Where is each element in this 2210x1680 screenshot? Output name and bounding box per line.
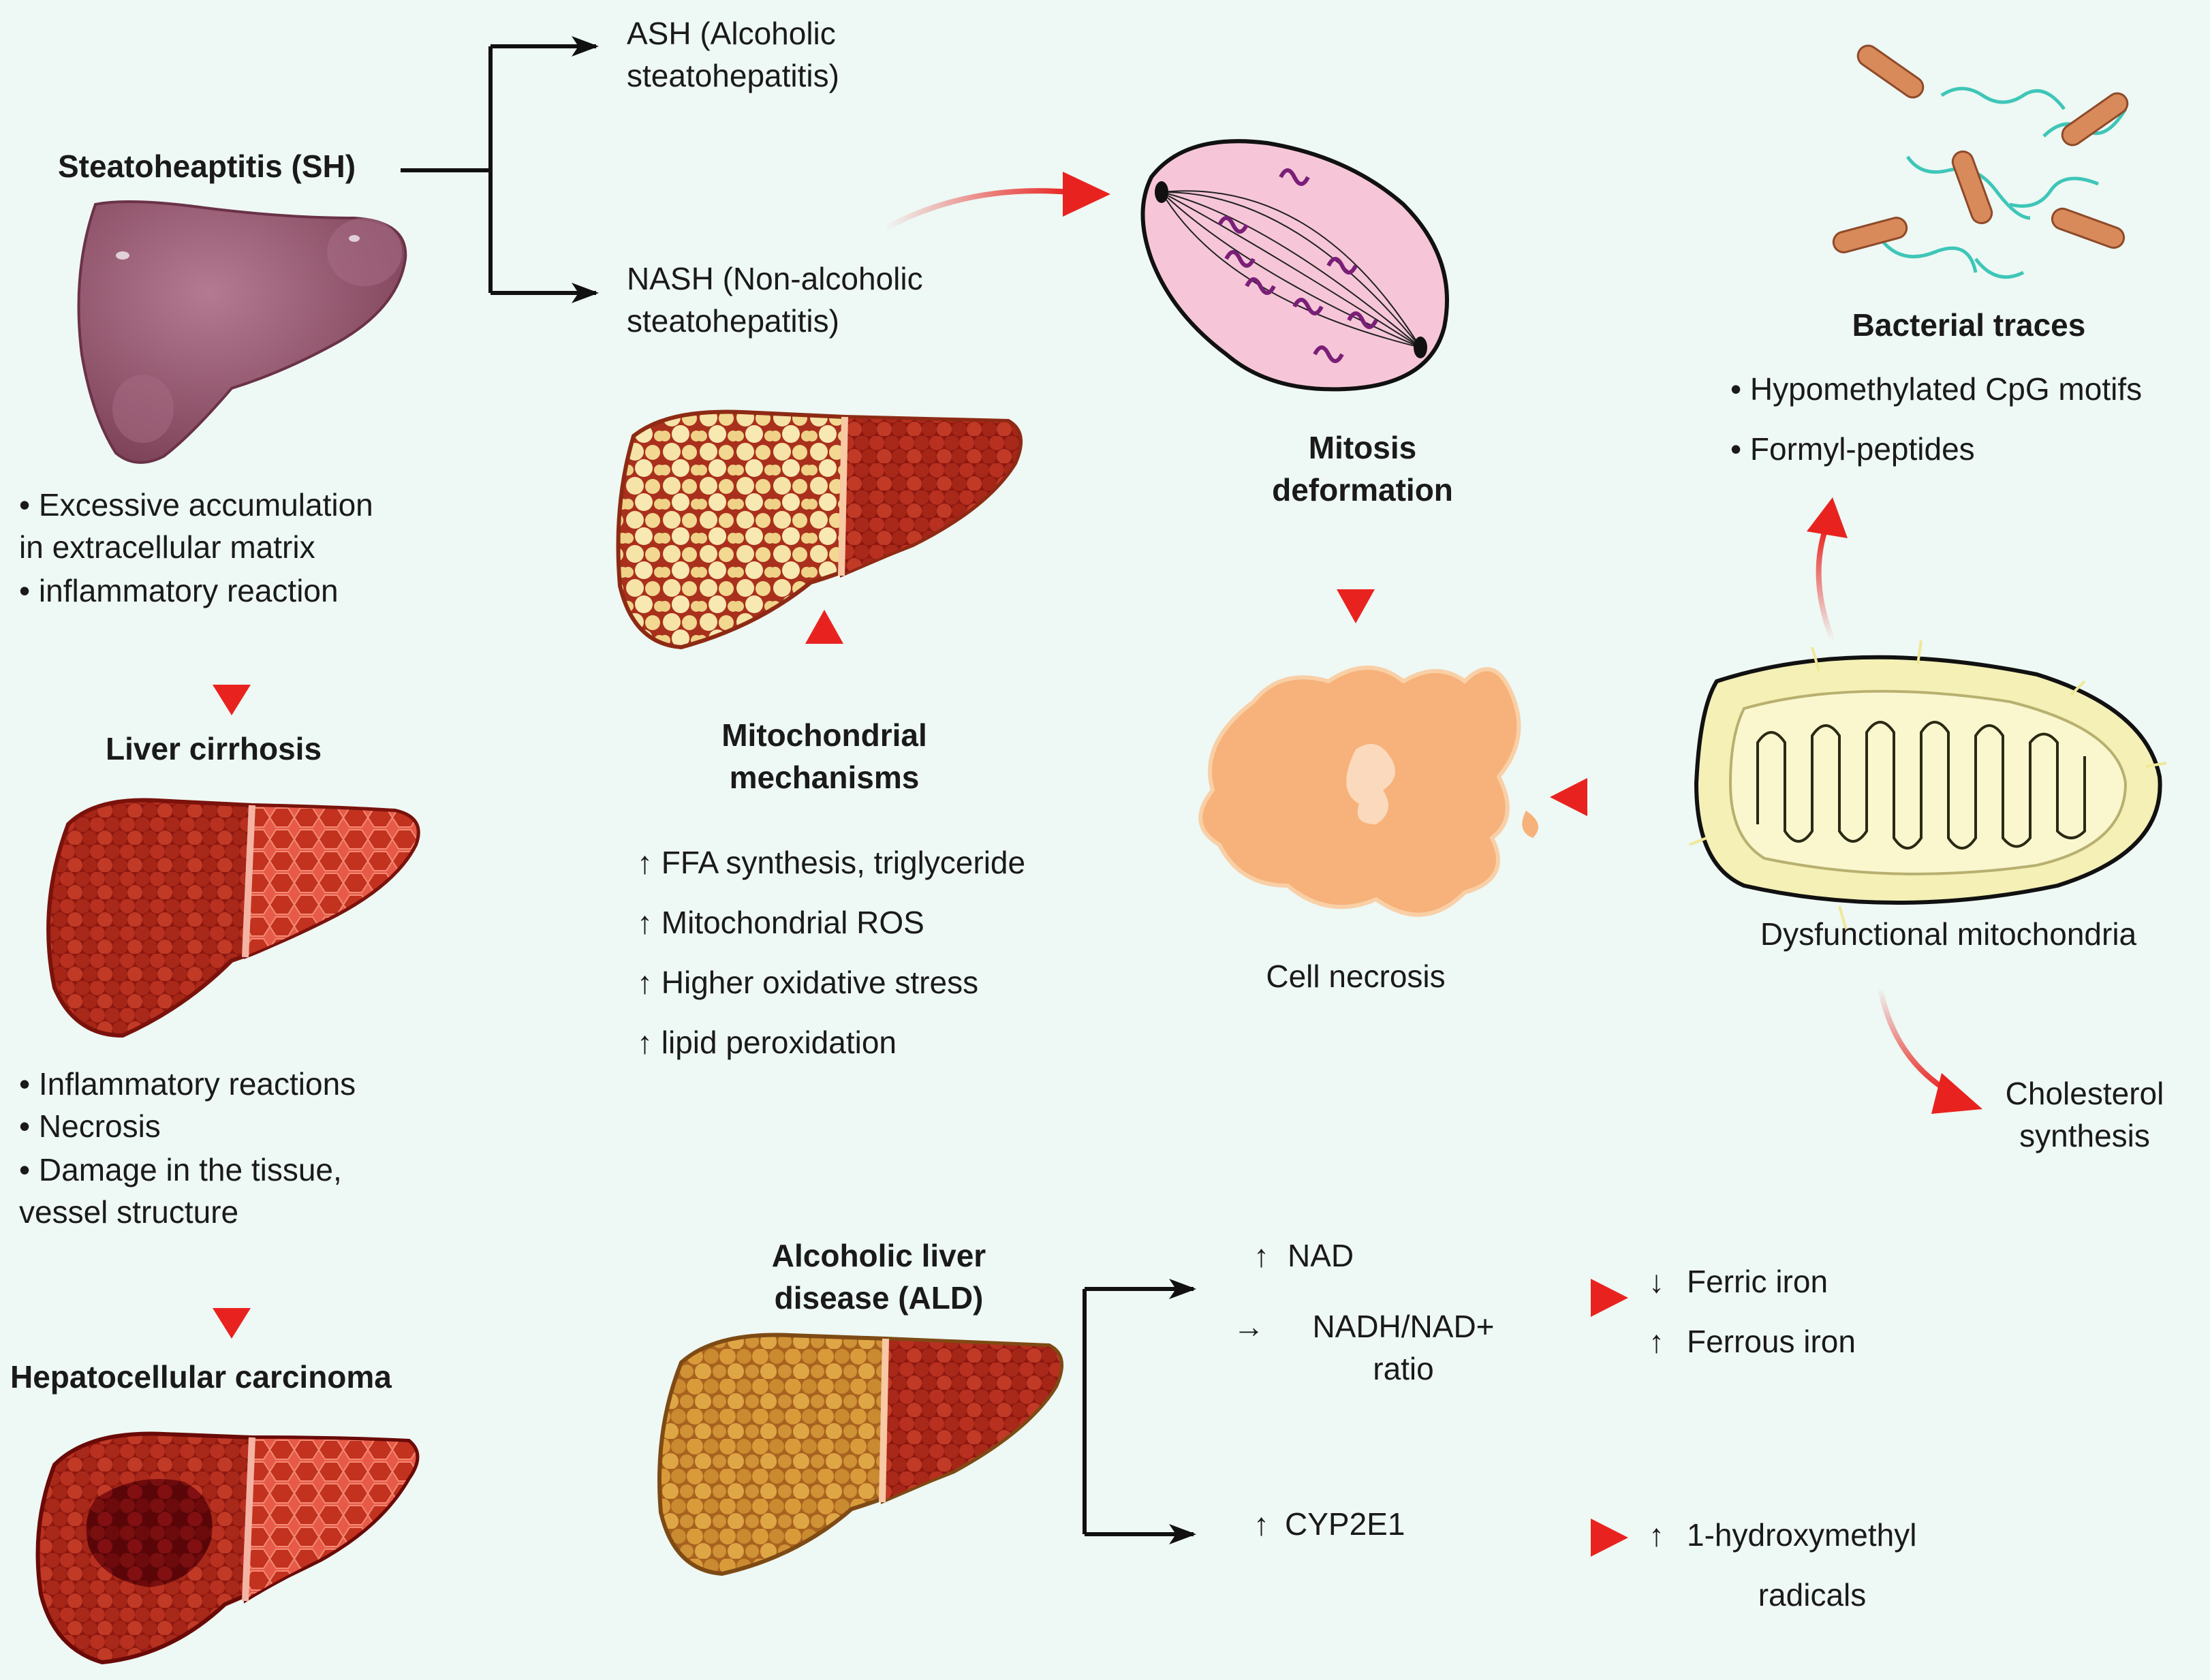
sh-branch-connector — [401, 36, 599, 303]
cirrhosis-bullet-inflammatory: • Inflammatory reactions — [19, 1066, 356, 1102]
cirrhotic-liver-illustration — [46, 798, 420, 1038]
mitochondria-illustration — [1689, 640, 2167, 931]
bacteria-bullet-cpg: • Hypomethylated CpG motifs — [1730, 371, 2143, 407]
arrow-nash-to-mitosis — [884, 172, 1110, 231]
mitochondria-label: Dysfunctional mitochondria — [1760, 916, 2137, 952]
nash-label-2: steatohepatitis) — [627, 303, 839, 339]
arrow-mitochondria-to-cholesterol — [1878, 987, 1982, 1114]
arrow-mitosis-to-necrosis — [1337, 545, 1375, 623]
nad-label: NAD — [1288, 1238, 1354, 1273]
ferric-iron-label: Ferric iron — [1687, 1264, 1828, 1299]
cirrhosis-title: Liver cirrhosis — [106, 731, 322, 766]
mito-mech-title-2: mechanisms — [729, 760, 920, 795]
mitosis-cell-illustration — [1140, 139, 1449, 392]
mito-mech-item: ↑ Higher oxidative stress — [637, 965, 979, 1000]
ratio-label-1: NADH/NAD+ — [1312, 1309, 1495, 1344]
sh-bullet-accumulation-1: • Excessive accumulation — [19, 487, 373, 523]
nash-label-1: NASH (Non-alcoholic — [627, 261, 923, 296]
healthy-liver-illustration — [77, 200, 407, 464]
mitosis-title-2: deformation — [1272, 472, 1453, 508]
ald-branch-connector — [1083, 1279, 1196, 1544]
mito-mech-list: ↑ FFA synthesis, triglyceride ↑ Mitochon… — [637, 833, 1025, 1072]
cirrhosis-bullet-necrosis: • Necrosis — [19, 1108, 161, 1144]
arrow-cirrhosis-to-hcc — [213, 1254, 251, 1339]
up-arrow-icon: ↑ — [1649, 1324, 1664, 1359]
up-arrow-icon: ↑ — [637, 1025, 653, 1060]
mito-mech-item: ↑ lipid peroxidation — [637, 1025, 897, 1060]
ald-title-2: disease (ALD) — [774, 1280, 984, 1316]
ald-liver-illustration — [657, 1333, 1063, 1576]
arrow-ratio-to-iron — [1540, 1279, 1628, 1317]
mito-mech-item: ↑ Mitochondrial ROS — [637, 905, 924, 940]
arrow-mitochondria-to-bacteria — [1807, 497, 1848, 642]
mitosis-title-1: Mitosis — [1308, 430, 1417, 465]
ash-label-2: steatohepatitis) — [627, 58, 839, 93]
arrow-cyp-to-radicals — [1540, 1519, 1628, 1557]
hcc-liver-illustration — [35, 1431, 420, 1665]
fatty-liver-illustration — [616, 409, 1023, 650]
sh-title: Steatoheaptitis (SH) — [58, 149, 356, 184]
necrotic-cell-illustration — [1198, 666, 1538, 917]
bacteria-bullet-formyl: • Formyl-peptides — [1730, 431, 1975, 467]
ald-title-1: Alcoholic liver — [771, 1238, 986, 1273]
up-arrow-icon: ↑ — [637, 905, 653, 940]
radicals-label-1: 1-hydroxymethyl — [1687, 1517, 1917, 1553]
up-arrow-icon: ↑ — [637, 845, 653, 880]
ash-label-1: ASH (Alcoholic — [627, 16, 836, 51]
sh-bullet-accumulation-2: in extracellular matrix — [19, 529, 315, 565]
cholesterol-label-2: synthesis — [2019, 1118, 2150, 1153]
ratio-label-2: ratio — [1373, 1351, 1434, 1386]
hcc-title: Hepatocellular carcinoma — [10, 1359, 392, 1395]
up-arrow-icon: ↑ — [1649, 1517, 1664, 1553]
ferrous-iron-label: Ferrous iron — [1687, 1324, 1856, 1359]
down-arrow-icon: ↓ — [1649, 1264, 1664, 1299]
radicals-label-2: radicals — [1758, 1577, 1867, 1613]
mito-mech-title-1: Mitochondrial — [721, 717, 927, 753]
right-arrow-icon: → — [1233, 1309, 1264, 1344]
cholesterol-label-1: Cholesterol — [2005, 1076, 2164, 1111]
up-arrow-icon: ↑ — [1254, 1238, 1269, 1273]
cirrhosis-bullet-damage-2: vessel structure — [19, 1194, 239, 1230]
mito-mech-item: ↑ FFA synthesis, triglyceride — [637, 845, 1026, 880]
arrow-mito-mech-to-fatty-liver — [805, 610, 843, 681]
cyp2e1-label: CYP2E1 — [1285, 1506, 1405, 1542]
cell-necrosis-label: Cell necrosis — [1266, 959, 1446, 994]
bacteria-illustration — [1832, 44, 2129, 279]
up-arrow-icon: ↑ — [637, 965, 653, 1000]
arrow-sh-to-cirrhosis — [213, 630, 251, 715]
sh-bullet-inflammatory: • inflammatory reaction — [19, 573, 339, 608]
cirrhosis-bullet-damage-1: • Damage in the tissue, — [19, 1152, 342, 1187]
bacteria-title: Bacterial traces — [1852, 307, 2086, 343]
up-arrow-icon: ↑ — [1254, 1506, 1269, 1542]
arrow-mitochondria-to-necrosis — [1550, 778, 1676, 816]
